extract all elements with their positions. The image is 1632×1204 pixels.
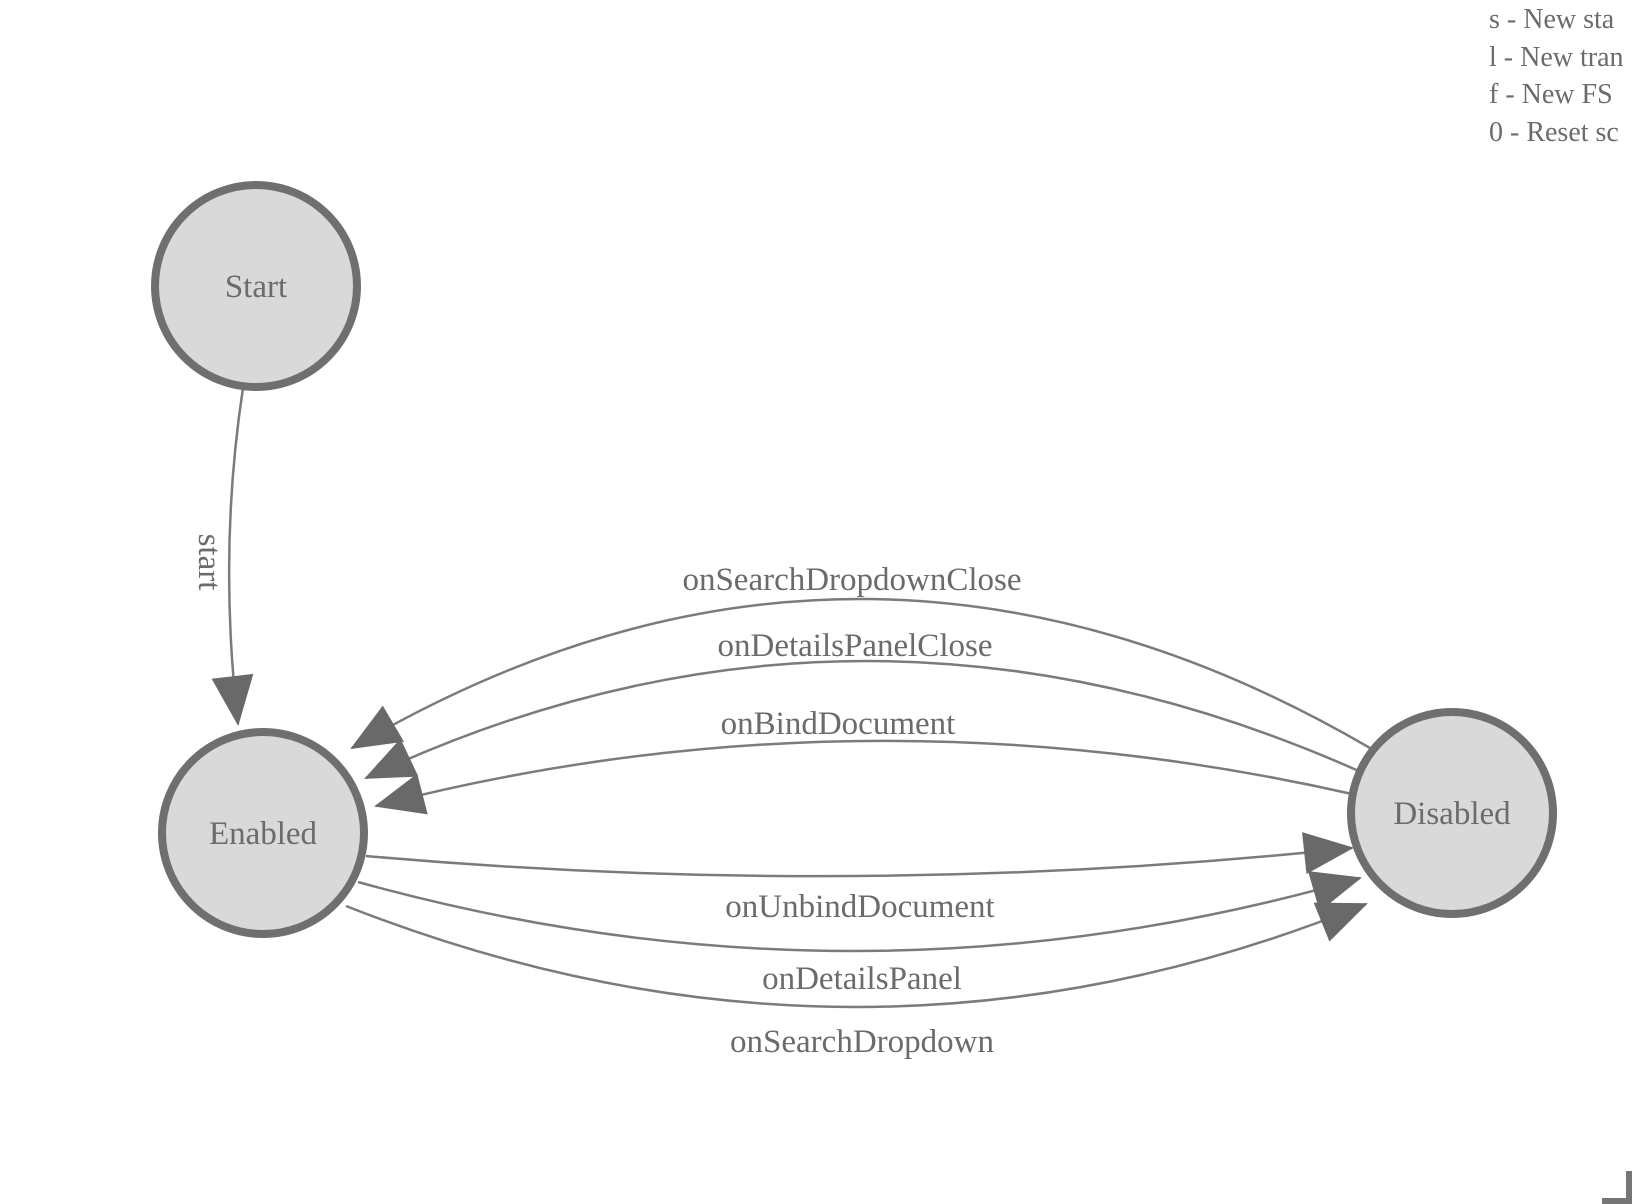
transition-edge-onBindDocument[interactable] bbox=[374, 739, 1353, 815]
state-circle-disabled[interactable] bbox=[1347, 708, 1557, 918]
canvas-corner-bracket bbox=[1602, 1171, 1632, 1204]
transition-label-onSearchDropdown[interactable]: onSearchDropdown bbox=[730, 1024, 994, 1060]
transition-edge-onDetailsPanelClose[interactable] bbox=[364, 659, 1362, 780]
shortcut-legend: s - New sta l - New tran f - New FS 0 - … bbox=[1489, 1, 1624, 151]
transition-edge-start[interactable] bbox=[211, 387, 254, 726]
transition-edge-onSearchDropdown[interactable] bbox=[345, 902, 1368, 1009]
transition-edge-onDetailsPanel[interactable] bbox=[357, 871, 1362, 953]
legend-line-new-transition: l - New tran bbox=[1489, 41, 1624, 73]
transition-edge-onSearchDropdownClose[interactable] bbox=[350, 597, 1371, 750]
transition-label-onSearchDropdownClose[interactable]: onSearchDropdownClose bbox=[682, 562, 1021, 598]
state-node-enabled[interactable]: Enabled bbox=[158, 728, 368, 938]
state-node-disabled[interactable]: Disabled bbox=[1347, 708, 1557, 918]
state-circle-start[interactable] bbox=[151, 181, 361, 391]
transition-label-onUnbindDocument[interactable]: onUnbindDocument bbox=[725, 889, 994, 925]
state-circle-enabled[interactable] bbox=[158, 728, 368, 938]
legend-line-new-state: s - New sta bbox=[1489, 4, 1615, 35]
transition-label-start[interactable]: start bbox=[191, 534, 227, 591]
transition-edge-onUnbindDocument[interactable] bbox=[365, 832, 1354, 878]
transition-label-onDetailsPanel[interactable]: onDetailsPanel bbox=[762, 961, 962, 997]
legend-line-reset: 0 - Reset sc bbox=[1489, 116, 1619, 148]
transition-label-onDetailsPanelClose[interactable]: onDetailsPanelClose bbox=[718, 628, 993, 664]
legend-line-new-fsm: f - New FS bbox=[1489, 79, 1613, 111]
state-node-start[interactable]: Start bbox=[151, 181, 361, 391]
transition-label-onBindDocument[interactable]: onBindDocument bbox=[721, 706, 956, 742]
